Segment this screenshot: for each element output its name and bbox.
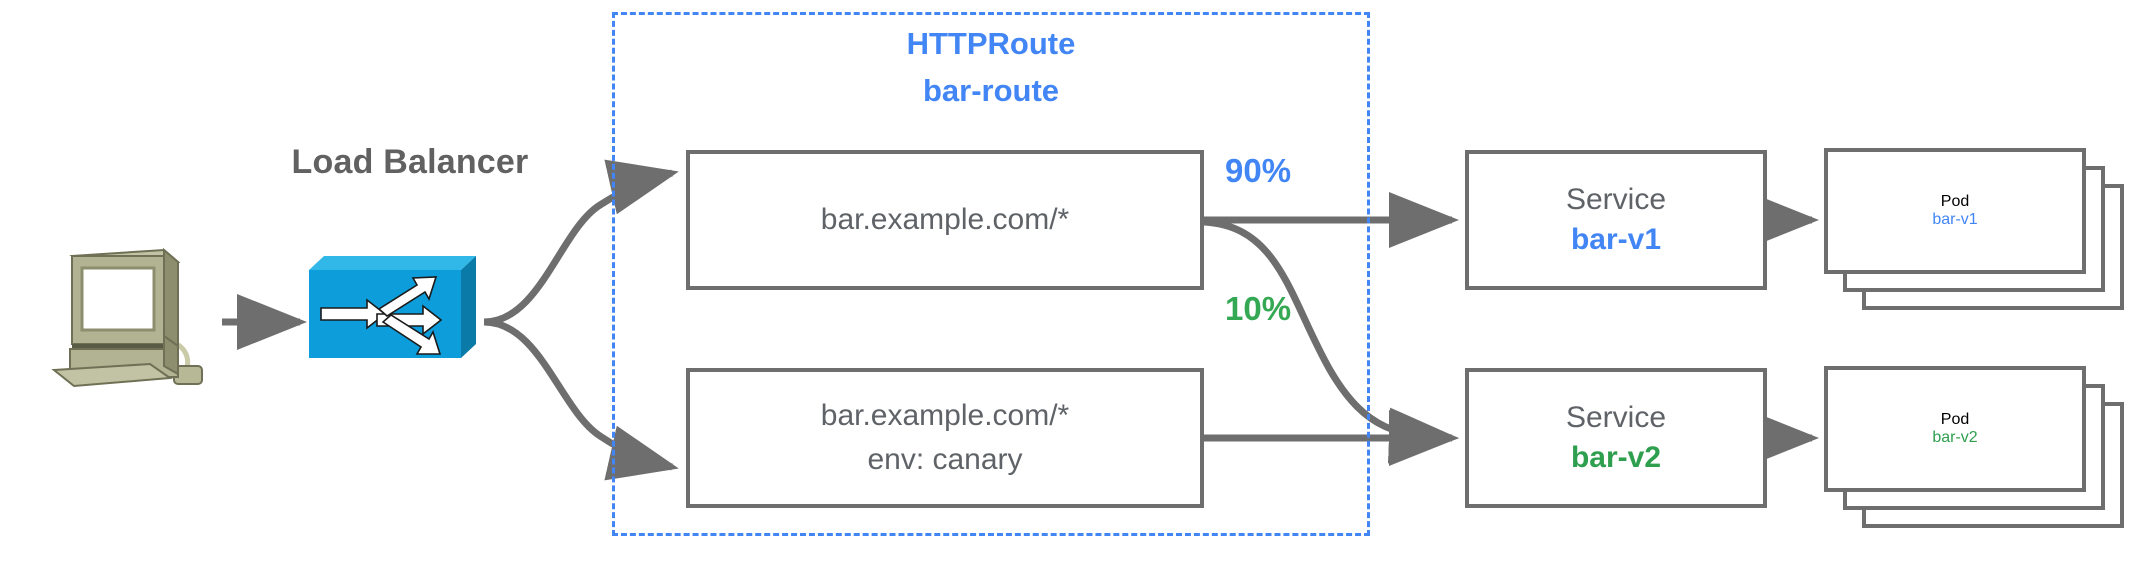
service-box-bar-v2[interactable]: Service bar-v2 [1465, 368, 1767, 508]
pod-replica-front[interactable]: Pod bar-v2 [1824, 366, 2086, 492]
service-name-label: bar-v2 [1570, 441, 1662, 474]
match-rule-box-canary[interactable]: bar.example.com/* env: canary [686, 368, 1204, 508]
pod-stack-bar-v2[interactable]: Pod bar-v2 [1824, 366, 2124, 528]
arrow-match-top-to-svc-v2 [1203, 218, 1459, 464]
pod-stack-bar-v1[interactable]: Pod bar-v1 [1824, 148, 2124, 310]
match-rule-hostname: bar.example.com/* [820, 399, 1070, 432]
pod-name-label: bar-v2 [1932, 429, 1978, 446]
weight-label-90: 90% [1225, 152, 1292, 189]
service-box-bar-v1[interactable]: Service bar-v1 [1465, 150, 1767, 290]
service-name-label: bar-v1 [1570, 223, 1662, 256]
pod-kind-label: Pod [1940, 411, 1970, 428]
service-kind-label: Service [1565, 401, 1667, 434]
match-rule-hostname: bar.example.com/* [820, 203, 1070, 236]
httproute-kind-label: HTTPRoute [906, 26, 1076, 61]
load-balancer-icon [305, 252, 480, 362]
arrow-lb-to-match-bottom [483, 318, 679, 481]
arrow-lb-to-match-top [483, 159, 679, 326]
desktop-computer-icon [38, 247, 218, 388]
load-balancer-label: Load Balancer [291, 143, 529, 181]
httproute-name-label: bar-route [922, 73, 1060, 108]
match-rule-header: env: canary [867, 443, 1023, 476]
match-rule-box-primary[interactable]: bar.example.com/* [686, 150, 1204, 290]
pod-name-label: bar-v1 [1932, 211, 1978, 228]
pod-kind-label: Pod [1940, 193, 1970, 210]
weight-label-10: 10% [1225, 290, 1292, 327]
service-kind-label: Service [1565, 183, 1667, 216]
httproute-title: HTTPRoute bar-route [612, 20, 1370, 114]
pod-replica-front[interactable]: Pod bar-v1 [1824, 148, 2086, 274]
